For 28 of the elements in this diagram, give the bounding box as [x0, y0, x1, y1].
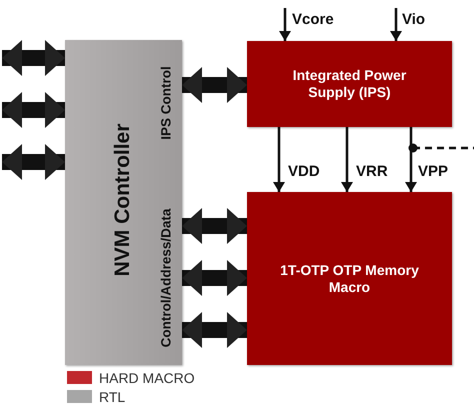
block-title: 1T-OTP OTP Memory Macro — [279, 262, 420, 296]
arrow — [390, 8, 402, 41]
double-block-arrow — [2, 92, 65, 128]
edge-label: VPP — [418, 164, 448, 180]
interface-label: Control/Address/Data — [158, 208, 174, 348]
interface-label: IPS Control — [158, 66, 174, 140]
double-block-arrow — [182, 67, 247, 103]
power-supply-block — [247, 41, 452, 127]
double-block-arrow — [2, 40, 65, 76]
edge-label: VRR — [356, 164, 388, 180]
arrow — [273, 127, 285, 192]
double-block-arrow — [182, 260, 247, 296]
block-title: Integrated Power Supply (IPS) — [292, 67, 408, 101]
arrow — [405, 127, 417, 192]
edge-label: Vio — [402, 12, 426, 28]
edge-label: Vcore — [292, 12, 334, 28]
legend-label: HARD MACRO — [99, 371, 195, 385]
arrow — [341, 127, 353, 192]
double-block-arrow — [182, 312, 247, 348]
legend-label: RTL — [99, 390, 126, 404]
controller-block — [65, 40, 182, 365]
memory-macro-block — [247, 192, 452, 365]
double-block-arrow — [182, 208, 247, 244]
edge-label: VDD — [288, 164, 320, 180]
arrow — [279, 8, 291, 41]
dashed-line — [408, 144, 474, 152]
controller-title: NVM Controller — [111, 124, 135, 276]
double-block-arrow — [2, 144, 65, 180]
